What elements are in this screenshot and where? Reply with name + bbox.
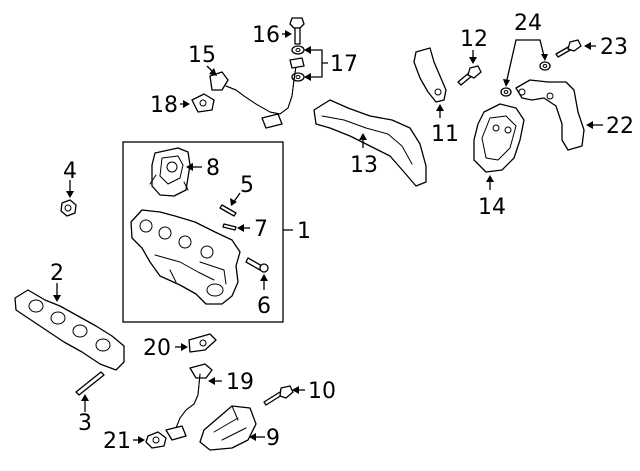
callout-8: 8 [206, 156, 220, 181]
callout-24: 24 [514, 11, 542, 36]
part-6-bolt [245, 257, 269, 273]
callout-18: 18 [150, 93, 178, 118]
leader-24 [505, 39, 546, 85]
callout-5: 5 [240, 173, 254, 198]
leader-17 [308, 49, 328, 78]
part-15-oil-feed-pipe [209, 57, 305, 129]
part-13-heat-shield [313, 99, 427, 187]
callout-22: 22 [606, 114, 634, 139]
callout-9: 9 [266, 426, 280, 451]
assembly-box [122, 141, 284, 323]
callout-16: 16 [252, 23, 280, 48]
callout-12: 12 [460, 27, 488, 52]
part-22-bracket [515, 79, 585, 151]
callout-7: 7 [254, 217, 268, 242]
part-9-bracket [199, 405, 257, 451]
part-20-gasket [188, 333, 217, 353]
callout-3: 3 [78, 411, 92, 436]
callout-1: 1 [297, 219, 311, 244]
part-8-turbo-housing [149, 147, 191, 197]
callout-10: 10 [308, 379, 336, 404]
callout-15: 15 [188, 43, 216, 68]
part-7-pin [222, 223, 237, 231]
part-3-stud [75, 371, 105, 396]
callout-4: 4 [63, 159, 77, 184]
part-4-nut [60, 199, 77, 217]
part-10-bolt [263, 385, 294, 406]
callout-19: 19 [226, 370, 254, 395]
part-12-bolt [457, 65, 482, 86]
callout-11: 11 [431, 122, 459, 147]
callout-14: 14 [478, 195, 506, 220]
part-2-gasket [14, 289, 125, 371]
part-23-bolt [555, 39, 582, 58]
callout-17: 17 [330, 52, 358, 77]
callout-21: 21 [103, 429, 131, 454]
part-11-bracket [413, 47, 447, 103]
part-16-bolt [289, 17, 305, 45]
part-24-nuts [500, 61, 551, 97]
callout-2: 2 [50, 261, 64, 286]
callout-6: 6 [257, 294, 271, 319]
part-14-heat-shield [473, 103, 525, 173]
part-18-gasket [191, 93, 215, 113]
part-1-exhaust-manifold [130, 209, 241, 305]
callout-13: 13 [350, 153, 378, 178]
part-19-oil-pipe [165, 363, 213, 441]
part-5-pin [219, 204, 237, 217]
callout-23: 23 [600, 35, 628, 60]
callout-20: 20 [143, 336, 171, 361]
part-21-gasket [145, 431, 167, 449]
